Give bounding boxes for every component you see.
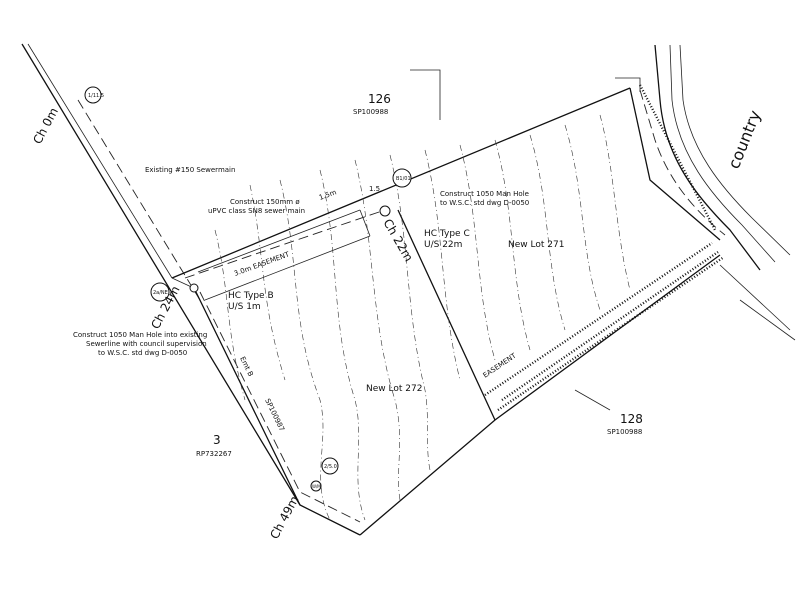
manhole-junction-top-id: B1/01 <box>396 176 411 182</box>
chainage-49: Ch 49m <box>267 494 301 542</box>
manholes <box>84 86 412 492</box>
water-meter-label: W/M <box>312 484 321 489</box>
manhole-top-label-2: to W.S.C. std dwg D-0050 <box>440 199 529 207</box>
lot-3-number: 3 <box>213 433 221 447</box>
manhole-left-label-2: Sewerline with council supervision <box>86 340 207 348</box>
manhole-junction-left-id: 2a/NE <box>153 290 168 296</box>
manhole-left-label-3: to W.S.C. std dwg D-0050 <box>98 349 187 357</box>
manhole-top-label-1: Construct 1050 Man Hole <box>440 190 529 198</box>
easement-lower-label: EASEMENT <box>482 351 519 379</box>
new-sewer-label-1: Construct 150mm ø <box>230 198 300 206</box>
new-sewer-label-2: uPVC class SN8 sewer main <box>208 207 305 215</box>
hc-b-label-1: HC Type B <box>228 291 274 301</box>
existing-easement-label-1: Emt B <box>238 355 254 378</box>
lot-128-plan: SP100988 <box>607 428 642 436</box>
hc-c-label-1: HC Type C <box>424 229 470 239</box>
manhole-left-label-1: Construct 1050 Man Hole into existing <box>73 331 207 339</box>
road-edges <box>615 44 791 331</box>
dim-1-5-b: 1.5m <box>318 188 338 202</box>
hc-c-label-2: U/S 22m <box>424 240 462 250</box>
new-lot-271: New Lot 271 <box>508 240 564 250</box>
easement-upper-label: 3.0m EASEMENT <box>233 250 291 278</box>
existing-sewermain <box>21 43 301 506</box>
lot-126-number: 126 <box>368 92 391 106</box>
lot-3-plan: RP732267 <box>196 450 232 458</box>
chainage-0: Ch 0m <box>30 105 61 146</box>
manhole-lower-id: 2/5.0 <box>324 464 337 470</box>
hc-b-label-2: U/S 1m <box>228 302 261 312</box>
new-lot-272: New Lot 272 <box>366 384 422 394</box>
existing-easement-label-2: SP100987 <box>263 397 286 432</box>
contour-lines <box>214 114 631 521</box>
road-name: country <box>724 108 765 172</box>
lot-128-number: 128 <box>620 412 643 426</box>
chainage-22: Ch 22m <box>380 217 416 265</box>
access-easement <box>484 84 725 411</box>
lot-126-plan: SP100988 <box>353 108 388 116</box>
dim-1-5-a: 1.5 <box>369 185 380 193</box>
new-sewer-main <box>184 209 386 523</box>
manhole-top-left-id: 1/11.5 <box>88 93 104 99</box>
existing-sewermain-label: Existing #150 Sewermain <box>145 166 235 174</box>
